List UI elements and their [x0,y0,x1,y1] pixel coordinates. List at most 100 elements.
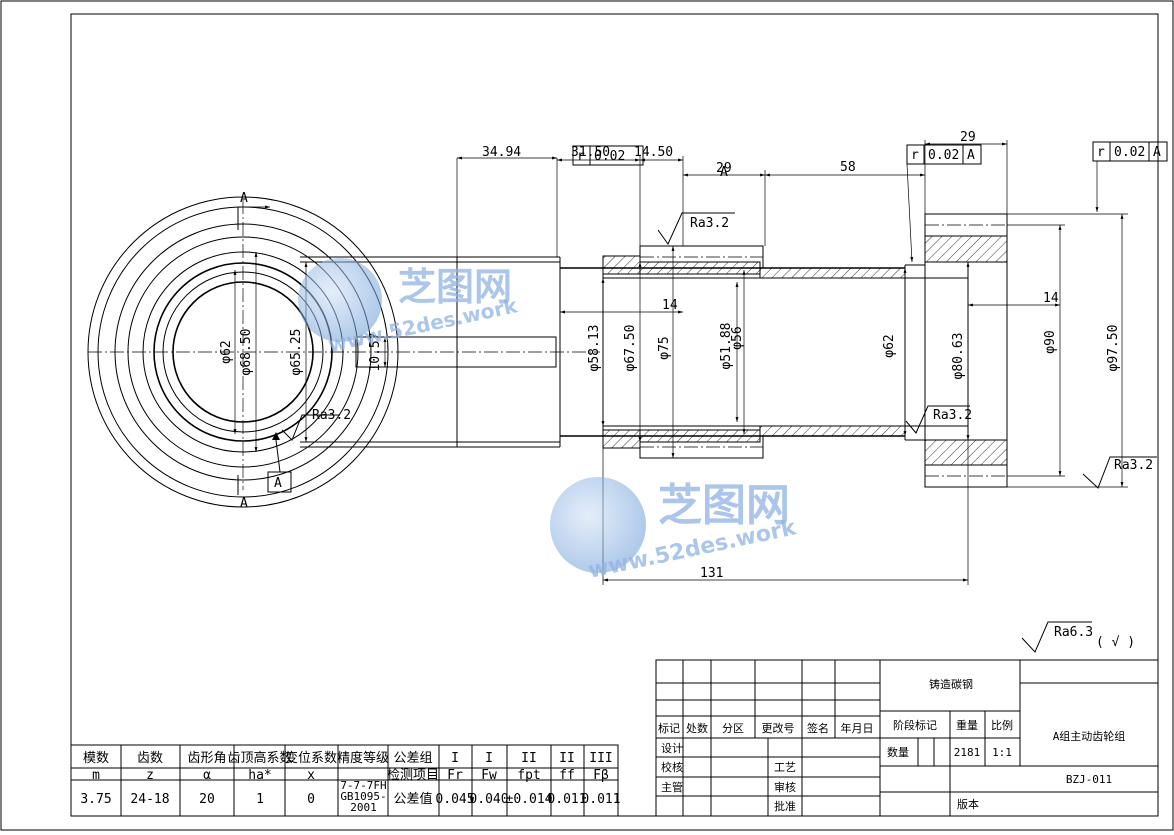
gt-symbol-3: ha* [248,768,271,783]
gt-value-10: 0.011 [547,792,586,807]
tb-rev-0: 标记 [658,721,680,735]
gt-symbol-1: z [146,768,154,783]
dim-phi67-50: φ67.50 [623,325,638,372]
runout-step-symbol: r [911,148,919,163]
gt-header-2: 齿形角 [187,751,226,766]
tb-part-name: A组主动齿轮组 [1053,729,1126,743]
gt-symbol-6: 检测项目 [387,768,439,783]
gt-header-8: I [485,751,493,766]
dim-34-94: 34.94 [482,145,521,160]
gt-symbol-11: Fβ [593,768,609,783]
dim-phi68-50: φ68.50 [239,329,254,376]
roughness-general: Ra6.3 [1054,625,1093,640]
watermark-cn-bottom: 芝图网 [658,480,790,531]
gt-header-1: 齿数 [137,751,163,766]
shaft-section [300,213,1008,488]
tb-rev-5: 年月日 [841,721,874,735]
runout-frame-mid [572,145,644,166]
dim-phi75: φ75 [657,336,672,359]
dim-phi65-25: φ65.25 [289,329,304,376]
runout-right-datum: A [1153,145,1161,160]
gt-header-7: I [451,751,459,766]
dim-29-right: 29 [960,130,976,145]
watermark-cn-top: 芝图网 [398,265,512,309]
section-label-top: A [240,191,248,206]
gt-symbol-10: ff [559,768,575,783]
end-view: φ62 φ68.50 φ65.25 A A A Ra3.2 [87,191,600,511]
gt-value-8: 0.040 [469,792,508,807]
gear-parameter-table: 模数 齿数 齿形角 齿顶高系数 变位系数 精度等级 公差组 I I II II … [70,744,621,817]
dim-phi62-mid: φ62 [882,334,897,357]
tb-rev-1: 处数 [686,722,708,735]
tb-rev-3: 更改号 [762,721,795,735]
runout-right-symbol: r [1097,145,1105,160]
tb-drawing-no: BZJ-011 [1066,773,1112,786]
gt-header-3: 齿顶高系数 [227,750,292,766]
runout-step-value: 0.02 [928,148,959,163]
roughness-general-suffix: ( √ ) [1096,635,1135,650]
gt-header-9: II [521,751,537,766]
runout-frame-right [1092,141,1168,162]
dim-10-57: 10.57 [368,332,383,371]
dim-phi58-13: φ58.13 [587,325,602,372]
dim-14-50: 14.50 [634,145,673,160]
gt-value-4: 0 [307,792,315,807]
tb-scale-value: 1:1 [992,746,1012,759]
runout-frame-step [906,144,982,165]
tb-check: 校核 [661,760,683,774]
gt-value-2: 20 [199,792,215,807]
watermark-top: 芝图网 www.52des.work [298,258,520,357]
watermark-bottom: 芝图网 www.52des.work [550,477,800,584]
tb-weight: 重量 [956,718,978,732]
tb-quantity: 数量 [887,746,909,759]
dim-phi62-left: φ62 [219,340,234,363]
roughness-ra2: Ra3.2 [690,216,729,231]
dim-phi90: φ90 [1043,330,1058,353]
dim-phi97-50: φ97.50 [1106,325,1121,372]
dim-31-50: 31.50 [571,145,610,160]
gt-symbol-9: fpt [517,768,540,783]
gt-value-11: 0.011 [581,792,620,807]
frame-arrow-text: A [720,165,728,180]
runout-right-value: 0.02 [1114,145,1145,160]
tb-design: 设计 [661,742,683,755]
dim-131: 131 [700,566,723,581]
keyway [355,336,557,368]
tb-rev-4: 签名 [807,721,829,735]
gt-header-5: 精度等级 [337,750,389,766]
runout-mid-value: 0.02 [594,149,625,164]
gt-header-6: 公差组 [393,751,432,766]
gt-header-0: 模数 [83,751,109,766]
tb-approve: 批准 [774,799,796,813]
dimensions: 34.94 31.50 r 0.02 14.50 29 A 58 29 r 0.… [368,130,1168,653]
gt-symbol-7: Fr [447,768,463,783]
dim-phi56: φ56 [730,326,745,349]
gt-symbol-2: α [203,768,211,783]
gt-precision-cell: 7-7-7FH GB1095-2001 [340,780,386,813]
dim-14-a: 14 [662,298,678,313]
dim-14-b: 14 [1043,291,1059,306]
roughness-ra1: Ra3.2 [312,408,351,423]
tb-scale: 比例 [991,718,1013,732]
dim-29-top: 29 [716,161,732,176]
gt-value-0: 3.75 [80,792,111,807]
gt-value-1: 24-18 [130,792,169,807]
inner-frame [70,13,1159,817]
tb-process: 工艺 [774,761,796,774]
dim-phi51-88: φ51.88 [719,323,734,370]
datum-box-label: A [274,476,282,491]
gt-header-4: 变位系数 [285,750,337,766]
gt-symbol-0: m [92,768,100,783]
runout-mid-symbol: r [577,149,585,164]
runout-step-datum: A [967,148,975,163]
gt-value-3: 1 [256,792,264,807]
gt-value-7: 0.045 [435,792,474,807]
tb-rev-2: 分区 [722,722,744,735]
gt-value-6: 公差值 [393,791,432,807]
tb-weight-value: 2181 [954,746,981,759]
gt-symbol-8: Fw [481,768,497,783]
roughness-ra3: Ra3.2 [933,408,972,423]
